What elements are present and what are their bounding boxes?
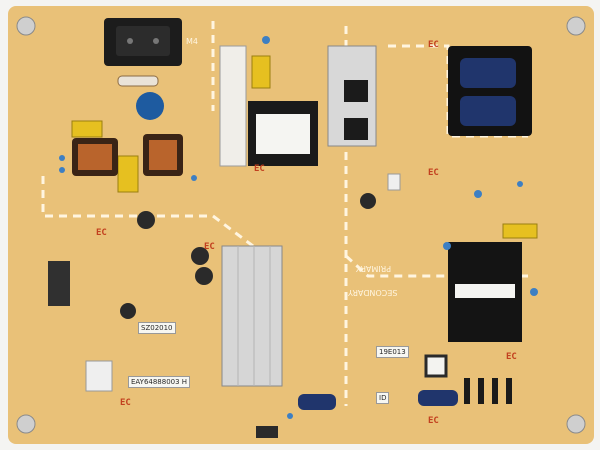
diode-row (464, 378, 512, 404)
x-capacitor (71, 120, 103, 138)
inductor (424, 354, 448, 378)
ic-label: 19E013 (376, 346, 409, 358)
ec-mark: EC (254, 164, 265, 174)
secondary-heatsink (221, 245, 283, 387)
output-connector (256, 426, 278, 438)
x-capacitor (251, 55, 271, 89)
silk-label-id: ID (376, 392, 390, 404)
silk-label-primary: PRIMARY (356, 264, 392, 273)
output-connector (85, 360, 113, 392)
ec-mark: EC (204, 242, 215, 252)
common-mode-choke (72, 134, 183, 176)
x-capacitor (502, 223, 538, 239)
ec-mark: EC (120, 398, 131, 408)
ec-mark: EC (428, 40, 439, 50)
electrolytic-capacitor (298, 394, 336, 410)
electrolytic-capacitor (191, 247, 209, 265)
silk-label-secondary: SECONDARY (348, 288, 398, 297)
electrolytic-capacitor-bank (448, 46, 532, 136)
electrolytic-capacitor (195, 267, 213, 285)
pcb-drawing (16, 16, 586, 438)
ceramic-capacitor-dots (59, 36, 538, 419)
electrolytic-capacitor (120, 303, 136, 319)
output-connector (48, 261, 70, 306)
ec-mark: EC (506, 352, 517, 362)
varistor (136, 92, 164, 120)
electrolytic-capacitor (360, 193, 376, 209)
bulk-capacitor-film (219, 45, 247, 167)
silk-label-m4: M4 (186, 37, 198, 46)
x-capacitor (117, 155, 139, 193)
ec-mark: EC (428, 168, 439, 178)
serial-number-label: EAY64888003 H (128, 376, 191, 388)
fuse (117, 75, 159, 87)
chip-label: SZ02010 (138, 322, 176, 334)
isolation-line (344, 254, 528, 278)
ec-mark: EC (96, 228, 107, 238)
ec-mark: EC (428, 416, 439, 426)
electrolytic-capacitor (418, 390, 458, 406)
mount-hole (16, 16, 586, 434)
electrolytic-capacitor (137, 211, 155, 229)
output-connector (387, 173, 401, 191)
pcb-board: M4 SECONDARY PRIMARY ID EAY64888003 H SZ… (8, 6, 594, 444)
